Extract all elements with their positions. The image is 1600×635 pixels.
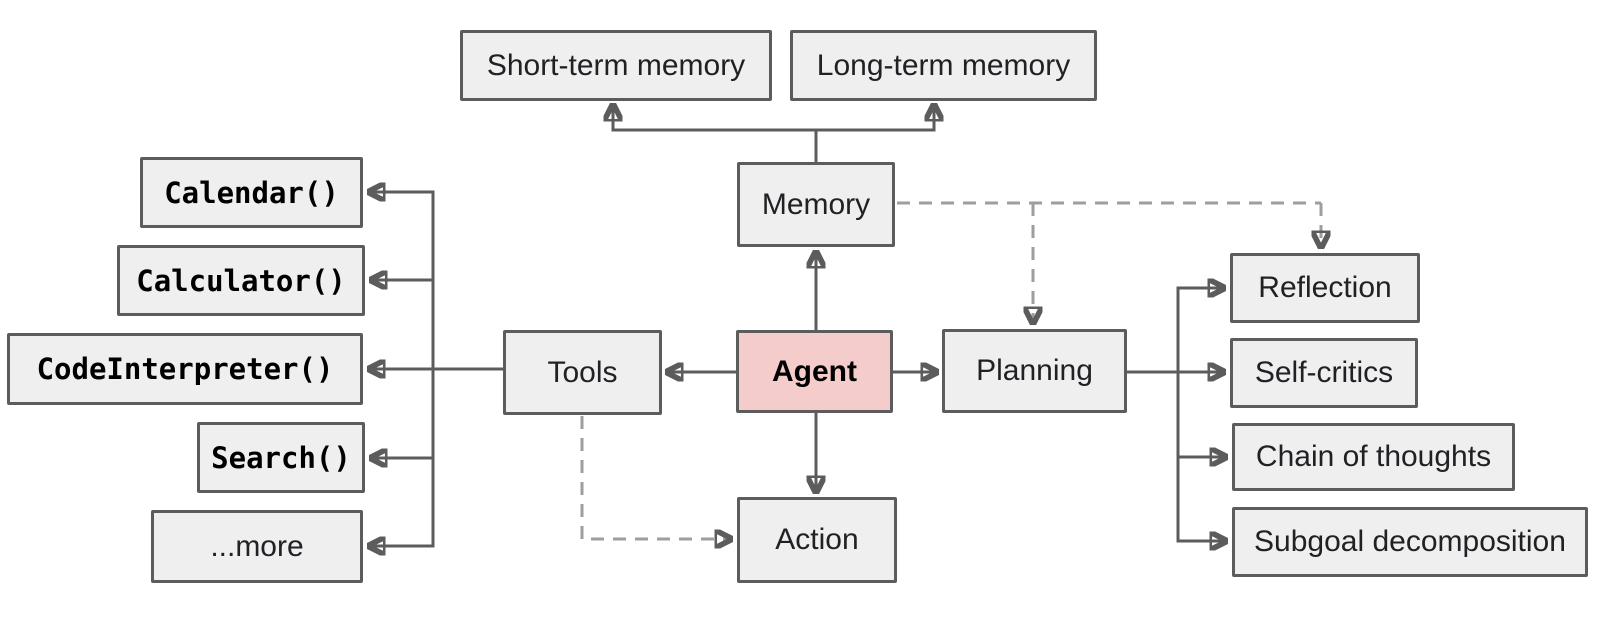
node-code-interpreter-label: CodeInterpreter() [36, 352, 334, 386]
node-tools-label: Tools [547, 355, 618, 389]
node-self-critics: Self-critics [1230, 338, 1418, 408]
node-self-critics-label: Self-critics [1254, 356, 1394, 389]
node-more: ...more [151, 510, 363, 583]
node-long-term-memory-label: Long-term memory [816, 48, 1071, 82]
node-subgoal-decomposition: Subgoal decomposition [1232, 507, 1588, 577]
node-short-term-memory-label: Short-term memory [486, 48, 746, 82]
node-agent-label: Agent [772, 354, 857, 388]
node-reflection: Reflection [1230, 253, 1420, 323]
edge-memory-to-long-term [814, 105, 934, 163]
node-memory: Memory [737, 162, 895, 247]
node-short-term-memory: Short-term memory [460, 30, 772, 101]
node-reflection-label: Reflection [1258, 271, 1392, 304]
edge-memory-to-short-term [613, 105, 818, 163]
dashed-edge-tools-to-action [580, 416, 731, 539]
node-more-label: ...more [210, 529, 304, 563]
node-subgoal-decomposition-label: Subgoal decomposition [1254, 525, 1566, 558]
node-memory-label: Memory [761, 187, 871, 221]
node-action: Action [737, 497, 897, 583]
node-calculator-label: Calculator() [136, 263, 346, 298]
node-search-label: Search() [211, 440, 351, 475]
node-agent: Agent [736, 330, 893, 413]
node-code-interpreter: CodeInterpreter() [7, 333, 363, 405]
node-planning-label: Planning [976, 354, 1093, 387]
node-chain-of-thoughts: Chain of thoughts [1232, 423, 1515, 491]
node-calculator: Calculator() [117, 245, 365, 316]
node-calendar-label: Calendar() [164, 175, 339, 210]
node-search: Search() [197, 422, 365, 493]
node-action-label: Action [775, 523, 859, 556]
node-calendar: Calendar() [140, 157, 363, 228]
node-chain-of-thoughts-label: Chain of thoughts [1255, 440, 1492, 473]
node-tools: Tools [503, 330, 662, 415]
node-long-term-memory: Long-term memory [790, 30, 1097, 101]
node-planning: Planning [942, 329, 1127, 413]
